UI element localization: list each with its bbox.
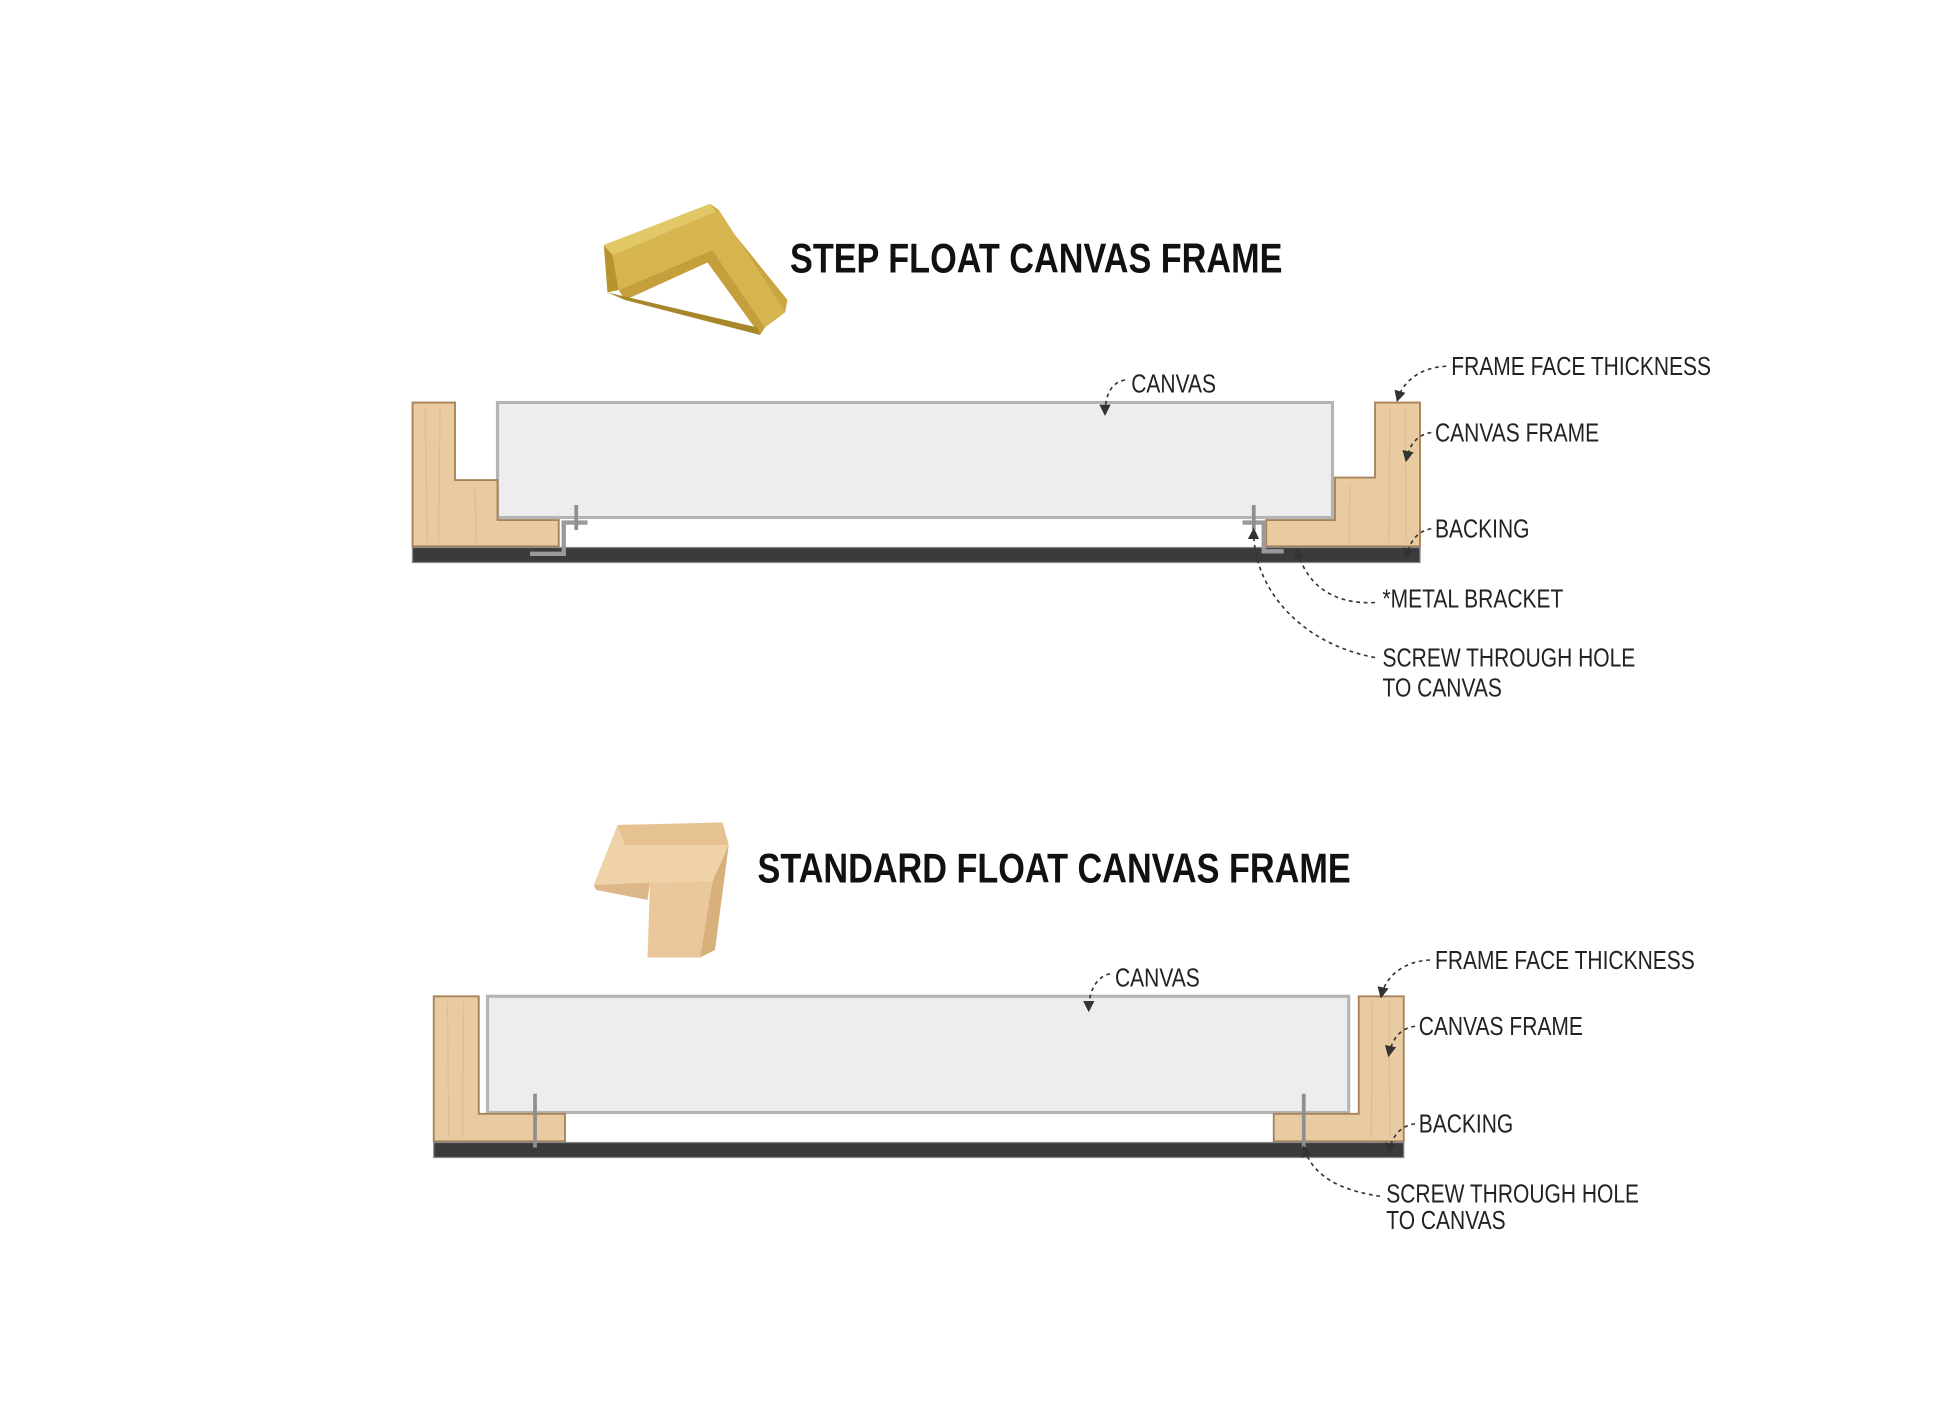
label-canvas-frame: CANVAS FRAME: [1419, 1012, 1583, 1042]
natural-wood-frame-corner-icon: [593, 822, 729, 958]
label-canvas-frame: CANVAS FRAME: [1435, 418, 1599, 448]
label-canvas: CANVAS: [1131, 369, 1216, 399]
label-backing: BACKING: [1419, 1109, 1514, 1139]
backing-board: [411, 546, 1421, 564]
left-frame: [432, 995, 566, 1143]
left-frame: [411, 401, 560, 548]
label-screw-line2: TO CANVAS: [1386, 1206, 1505, 1236]
backing-board: [433, 1141, 1405, 1159]
standard-float-title: STANDARD FLOAT CANVAS FRAME: [758, 847, 1351, 893]
label-canvas: CANVAS: [1115, 963, 1200, 993]
right-frame: [1265, 401, 1421, 548]
step-float-title: STEP FLOAT CANVAS FRAME: [790, 237, 1282, 283]
gold-step-frame-corner-icon: [603, 203, 788, 335]
label-screw-line2: TO CANVAS: [1383, 673, 1502, 703]
step-float-section: STEP FLOAT CANVAS FRAME CANVAS FRAME FAC…: [411, 203, 1711, 703]
label-backing: BACKING: [1435, 514, 1530, 544]
canvas: [495, 400, 1335, 520]
label-screw-line1: SCREW THROUGH HOLE: [1386, 1179, 1639, 1209]
label-frame-face-thickness: FRAME FACE THICKNESS: [1451, 352, 1711, 382]
label-metal-bracket: *METAL BRACKET: [1383, 584, 1564, 614]
canvas: [485, 994, 1351, 1115]
standard-float-section: STANDARD FLOAT CANVAS FRAME CANVAS FRAME…: [432, 822, 1695, 1236]
label-screw-line1: SCREW THROUGH HOLE: [1383, 643, 1636, 673]
label-frame-face-thickness: FRAME FACE THICKNESS: [1435, 946, 1695, 976]
